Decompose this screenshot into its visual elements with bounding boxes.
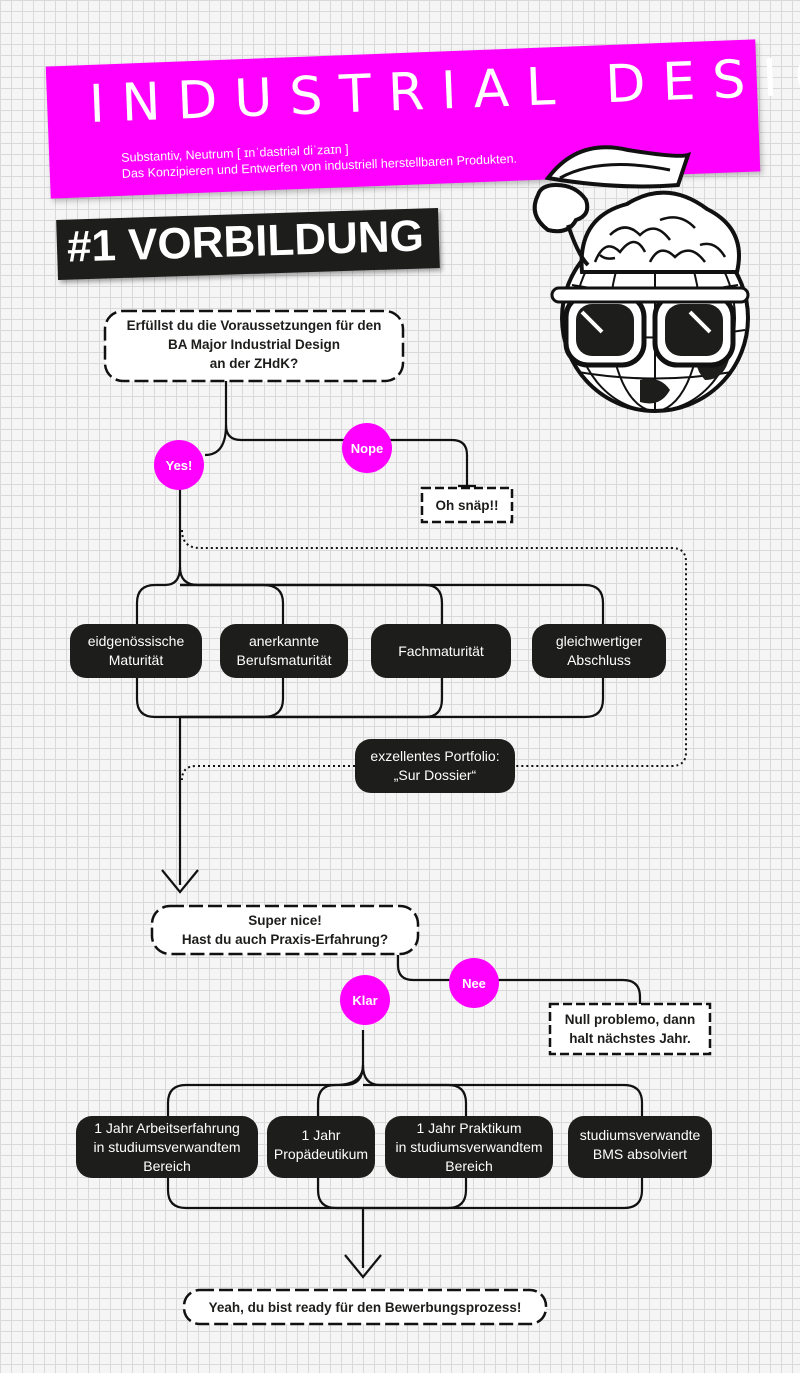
option-maturitaet: eidgenössische Maturität (70, 624, 202, 678)
question-2-line2: Hast du auch Praxis-Erfahrung? (182, 932, 388, 947)
null-problemo-line1: Null problemo, dann (565, 1012, 696, 1027)
nee-label: Nee (462, 976, 486, 991)
oh-snap-text: Oh snäp!! (436, 498, 499, 513)
null-problemo-box: Null problemo, dann halt nächstes Jahr. (548, 1002, 712, 1056)
final-box: Yeah, du bist ready für den Bewerbungspr… (182, 1288, 548, 1326)
nee-badge: Nee (449, 958, 499, 1008)
klar-badge: Klar (340, 975, 390, 1025)
option-propaedeutikum-line1: 1 Jahr (302, 1127, 341, 1143)
question-1-line3: an der ZHdK? (210, 356, 299, 371)
option-praktikum-line3: Bereich (445, 1158, 492, 1174)
option-propaedeutikum: 1 Jahr Propädeutikum (267, 1116, 375, 1178)
portfolio-line1: exzellentes Portfolio: (370, 748, 499, 764)
final-text: Yeah, du bist ready für den Bewerbungspr… (209, 1300, 522, 1315)
option-bms-line2: BMS absolviert (593, 1146, 687, 1162)
brain-globe-mascot-icon (532, 145, 750, 413)
option-fachmaturitaet: Fachmaturität (371, 624, 511, 678)
option-arbeitserfahrung-line3: Bereich (143, 1158, 190, 1174)
option-abschluss-line2: Abschluss (567, 652, 631, 668)
portfolio-box: exzellentes Portfolio: „Sur Dossier“ (355, 739, 515, 793)
option-praktikum: 1 Jahr Praktikum in studiumsverwandtem B… (385, 1116, 553, 1178)
option-arbeitserfahrung-line1: 1 Jahr Arbeitserfahrung (94, 1120, 240, 1136)
klar-label: Klar (352, 993, 377, 1008)
question-2-box: Super nice! Hast du auch Praxis-Erfahrun… (150, 904, 420, 956)
question-1-box: Erfüllst du die Voraussetzungen für den … (103, 309, 405, 383)
option-bms: studiumsverwandte BMS absolviert (568, 1116, 712, 1178)
question-1-line1: Erfüllst du die Voraussetzungen für den (127, 318, 382, 333)
option-berufsmaturitaet-line1: anerkannte (249, 633, 319, 649)
null-problemo-line2: halt nächstes Jahr. (569, 1031, 691, 1046)
option-abschluss: gleichwertiger Abschluss (532, 624, 666, 678)
option-praktikum-line1: 1 Jahr Praktikum (416, 1120, 521, 1136)
portfolio-line2: „Sur Dossier“ (394, 767, 477, 783)
question-2-line1: Super nice! (248, 913, 322, 928)
option-praktikum-line2: in studiumsverwandtem (395, 1139, 542, 1155)
option-bms-line1: studiumsverwandte (580, 1127, 701, 1143)
yes-badge: Yes! (154, 440, 204, 490)
nope-label: Nope (351, 441, 384, 456)
question-1-line2: BA Major Industrial Design (168, 337, 340, 352)
option-berufsmaturitaet: anerkannte Berufsmaturität (220, 624, 348, 678)
option-abschluss-line1: gleichwertiger (556, 633, 643, 649)
oh-snap-box: Oh snäp!! (420, 486, 514, 524)
option-maturitaet-line2: Maturität (109, 652, 164, 668)
option-berufsmaturitaet-line2: Berufsmaturität (237, 652, 332, 668)
option-fachmaturitaet-line1: Fachmaturität (398, 643, 484, 659)
nope-badge: Nope (342, 423, 392, 473)
option-maturitaet-line1: eidgenössische (88, 633, 185, 649)
option-arbeitserfahrung-line2: in studiumsverwandtem (93, 1139, 240, 1155)
option-propaedeutikum-line2: Propädeutikum (274, 1146, 368, 1162)
yes-label: Yes! (166, 458, 193, 473)
option-arbeitserfahrung: 1 Jahr Arbeitserfahrung in studiumsverwa… (76, 1116, 258, 1178)
